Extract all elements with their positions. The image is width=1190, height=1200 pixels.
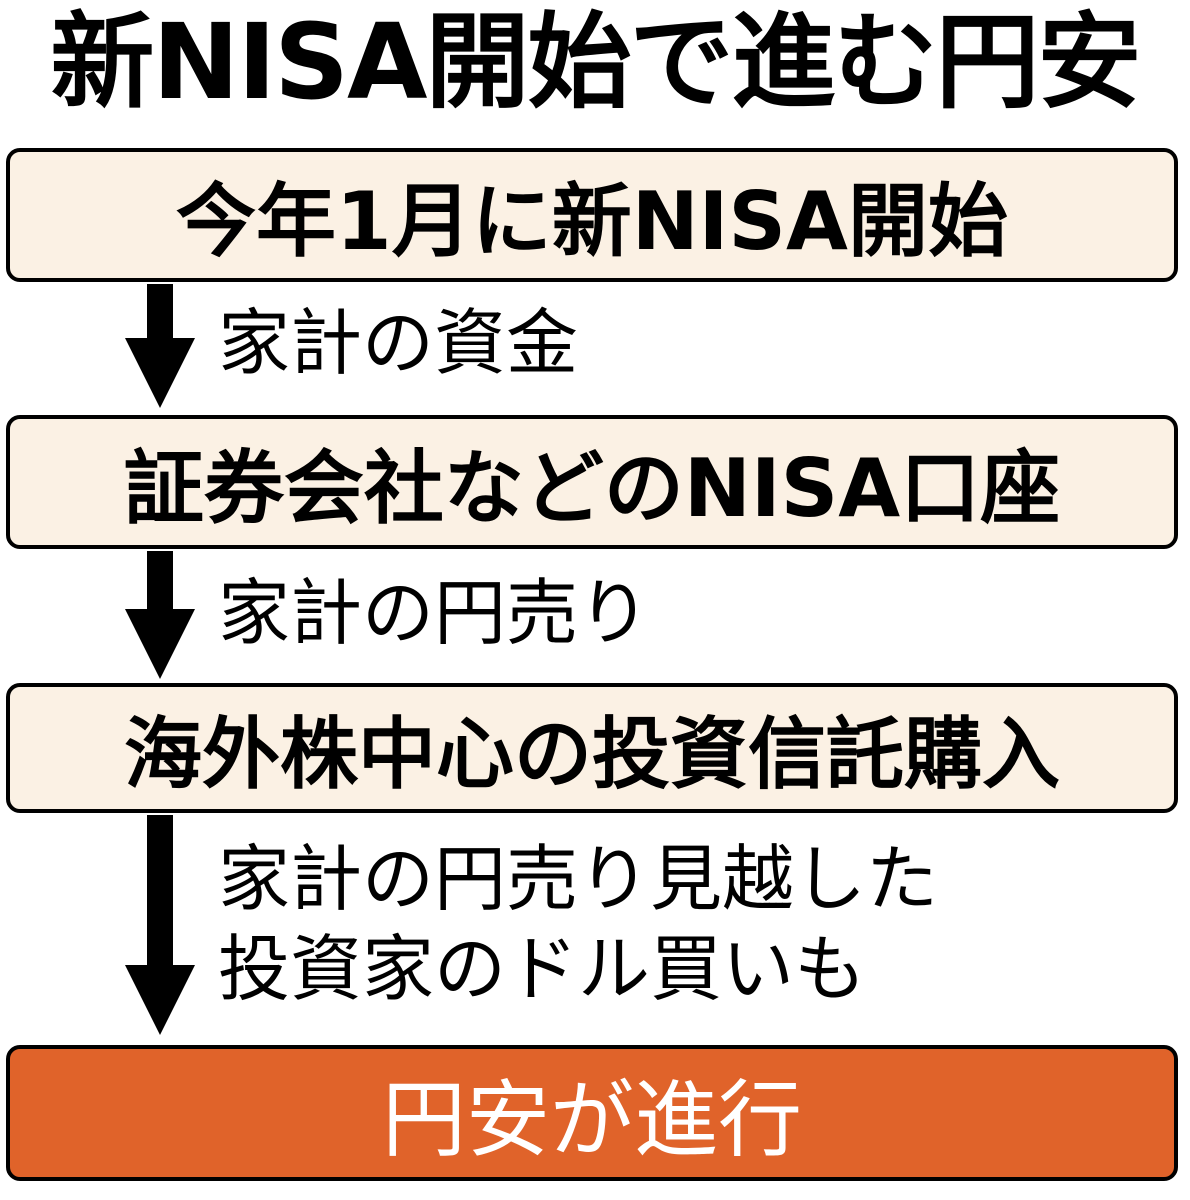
flow-step-label: 円安が進行 xyxy=(381,1070,802,1169)
arrow-shaft xyxy=(147,551,173,615)
flow-arrow-label-3a: 家計の円売り見越した xyxy=(218,837,939,921)
flow-arrow-label-1: 家計の資金 xyxy=(218,301,579,385)
flow-step-yen-weakening: 円安が進行 xyxy=(6,1045,1178,1181)
down-arrow-icon xyxy=(125,965,195,1035)
arrow-shaft xyxy=(147,284,173,344)
diagram-title: 新NISA開始で進む円安 xyxy=(50,1,1141,123)
flow-step-nisa-start: 今年1月に新NISA開始 xyxy=(6,148,1178,282)
flow-step-nisa-account: 証券会社などのNISA口座 xyxy=(6,415,1178,549)
flow-arrow-2 xyxy=(125,551,195,679)
flow-step-label: 海外株中心の投資信託購入 xyxy=(123,710,1060,800)
flow-arrow-label-2: 家計の円売り xyxy=(218,571,651,655)
flow-step-fund-purchase: 海外株中心の投資信託購入 xyxy=(6,683,1178,813)
down-arrow-icon xyxy=(125,338,195,408)
down-arrow-icon xyxy=(125,609,195,679)
flow-arrow-3 xyxy=(125,815,195,1037)
flow-step-label: 今年1月に新NISA開始 xyxy=(176,175,1008,268)
flow-arrow-1 xyxy=(125,284,195,408)
arrow-shaft xyxy=(147,815,173,971)
flow-arrow-label-3b: 投資家のドル買いも xyxy=(218,927,867,1011)
flow-step-label: 証券会社などのNISA口座 xyxy=(123,442,1061,535)
